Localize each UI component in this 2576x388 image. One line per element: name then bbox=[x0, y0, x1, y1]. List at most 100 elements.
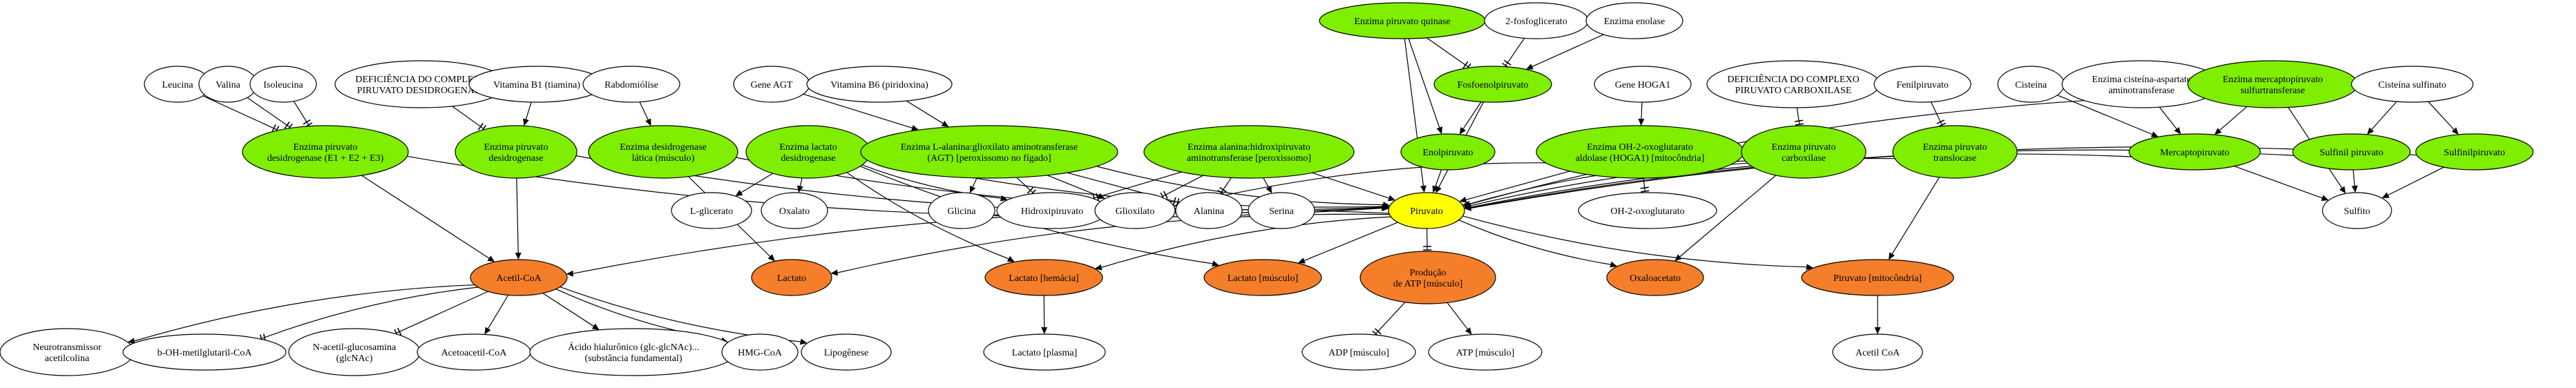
edge-line bbox=[1435, 169, 1442, 187]
node-label: L-glicerato bbox=[690, 206, 733, 217]
tee-bar-icon bbox=[1795, 123, 1804, 126]
node-rabdomiolise: Rabdomiólise bbox=[582, 66, 680, 103]
node-sulfinil: Sulfinil piruvato bbox=[2292, 133, 2411, 171]
arrowhead-icon bbox=[1806, 264, 1813, 271]
node-label: lática (músculo) bbox=[632, 153, 695, 164]
edge-enz_lact-to-l_glicerato bbox=[735, 173, 773, 197]
edge-isoleucina-to-enz_pdh bbox=[293, 101, 313, 128]
node-shape bbox=[1248, 192, 1315, 229]
node-shape bbox=[1433, 66, 1552, 103]
edge-line bbox=[861, 164, 1002, 199]
node-shape bbox=[1801, 259, 1954, 296]
node-label: PIRUVATO CARBOXILASE bbox=[1735, 86, 1852, 96]
edge-line bbox=[2352, 169, 2356, 186]
node-label: Hidroxipiruvato bbox=[1021, 206, 1083, 217]
node-label: OH-2-oxoglutarato bbox=[1610, 206, 1684, 217]
arrowhead-icon bbox=[2351, 185, 2358, 193]
node-sulfinilpiruvato: Sulfinilpiruvato bbox=[2415, 133, 2534, 171]
arrowhead-icon bbox=[1888, 252, 1895, 260]
tee-bar-icon bbox=[1640, 186, 1649, 189]
edge-line bbox=[1462, 101, 1482, 129]
arrowhead-icon bbox=[2451, 127, 2459, 135]
arrowhead-icon bbox=[1094, 264, 1103, 271]
edge-enz_lact-to-lactato_hem bbox=[846, 172, 1015, 262]
tee-bar-icon bbox=[477, 123, 484, 130]
edge-fosfoglicerato-to-fosfoenol bbox=[1502, 37, 1525, 68]
node-shape bbox=[470, 259, 568, 296]
arrowhead-icon bbox=[523, 118, 529, 126]
edge-sulfinil-to-sulfito bbox=[2351, 169, 2358, 193]
edge-line bbox=[488, 295, 509, 329]
node-label: Enzima piruvato quinase bbox=[1354, 17, 1450, 27]
edge-line bbox=[803, 93, 913, 128]
node-adp-mus: ADP [músculo] bbox=[1301, 333, 1416, 371]
node-label: Sulfinilpiruvato bbox=[2444, 148, 2506, 158]
arrowhead-icon bbox=[767, 254, 775, 262]
node-alanina: Alanina bbox=[1175, 192, 1243, 229]
tee-bar-icon bbox=[1096, 193, 1100, 202]
arrowhead-icon bbox=[1459, 126, 1466, 135]
edge-vit_b1-to-enz_pd bbox=[523, 101, 532, 126]
edge-line bbox=[525, 101, 532, 119]
node-label: Fenilpiruvato bbox=[1896, 80, 1948, 90]
node-shape bbox=[1094, 192, 1176, 229]
edge-valina-to-enz_pdh bbox=[247, 97, 293, 131]
node-label: Rabdomiólise bbox=[604, 80, 658, 90]
edge-enz_mst-to-mercaptopiruvato bbox=[2214, 106, 2248, 135]
edge-line bbox=[1304, 222, 1398, 261]
arrowhead-icon bbox=[1266, 186, 1272, 194]
edge-line bbox=[1096, 166, 1384, 206]
node-shape bbox=[1741, 125, 1867, 179]
node-shape bbox=[1301, 333, 1416, 371]
tee-bar-icon bbox=[1795, 119, 1804, 122]
edge-line bbox=[361, 175, 490, 259]
edge-line bbox=[799, 177, 803, 186]
edge-line bbox=[1263, 177, 1269, 188]
node-label: Enzima piruvato bbox=[484, 142, 548, 153]
arrowhead-icon bbox=[645, 118, 651, 126]
edge-line bbox=[741, 173, 773, 193]
node-shape bbox=[582, 66, 680, 103]
arrowhead-icon bbox=[487, 255, 495, 262]
arrowhead-icon bbox=[1464, 204, 1471, 211]
node-shape bbox=[1175, 192, 1243, 229]
edge-cisteina-to-mercaptopiruvato bbox=[2057, 95, 2159, 137]
node-label: Glioxilato bbox=[1116, 206, 1155, 217]
node-enolase: Enzima enolase bbox=[1585, 2, 1683, 39]
node-label: b-OH-metilglutaril-CoA bbox=[158, 348, 253, 358]
node-shape bbox=[242, 125, 409, 179]
node-label: acetilcolina bbox=[45, 353, 90, 364]
node-acetil-coa: Acetil-CoA bbox=[470, 259, 568, 296]
arrowhead-icon bbox=[1297, 258, 1306, 264]
node-shape bbox=[801, 333, 892, 371]
edge-sulfinilpiruvato-to-sulfito bbox=[2382, 166, 2444, 198]
node-lactato: Lactato bbox=[751, 259, 832, 296]
node-shape bbox=[1594, 66, 1692, 103]
tee-bar-icon bbox=[1219, 186, 1227, 193]
node-shape bbox=[249, 66, 317, 103]
arrowhead-icon bbox=[1638, 118, 1645, 126]
node-label: PIRUVATO DESIDROGENASE bbox=[357, 86, 486, 96]
node-fenilpiruvato: Fenilpiruvato bbox=[1873, 66, 1972, 103]
node-shape bbox=[2415, 133, 2534, 171]
arrowhead-icon bbox=[1464, 327, 1472, 335]
edge-def_pc-to-enz_pc bbox=[1795, 107, 1804, 126]
node-label: Sulfito bbox=[2344, 206, 2370, 217]
edge-line bbox=[2371, 101, 2397, 130]
node-acetoacetil: Acetoacetil-CoA bbox=[417, 333, 531, 371]
arrowhead-icon bbox=[1874, 327, 1881, 334]
node-label: aldolase (HOGA1) [mitocôndria] bbox=[1576, 153, 1705, 164]
node-label: Gene AGT bbox=[750, 80, 792, 90]
edge-line bbox=[1162, 175, 1203, 197]
node-vit-b1: Vitamina B1 (tiamina) bbox=[468, 66, 605, 103]
edge-enz_pt-to-piruvato_mito bbox=[1888, 177, 1940, 260]
arrowhead-icon bbox=[1525, 64, 1534, 70]
node-label: Enzima enolase bbox=[1604, 17, 1665, 27]
